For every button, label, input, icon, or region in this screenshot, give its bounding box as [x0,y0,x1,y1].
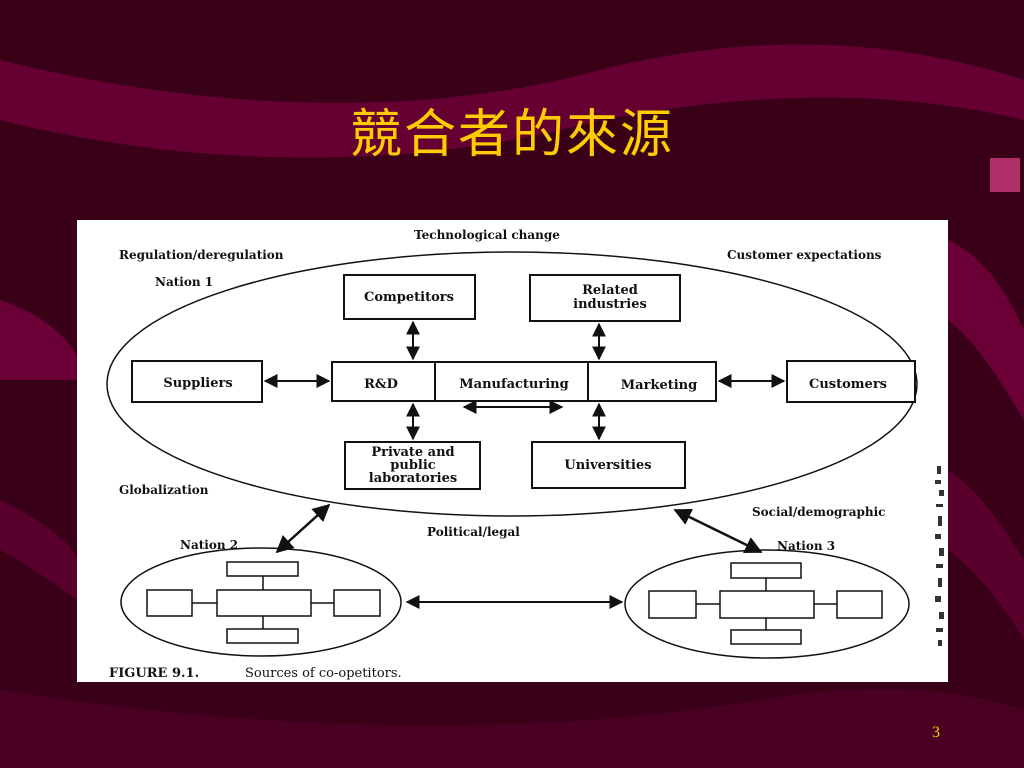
label-social-demographic: Social/demographic [752,505,885,519]
figure-caption-label: FIGURE 9.1. [109,666,199,681]
box-labs-label-1: Private and [371,445,454,460]
corner-tab [990,158,1020,192]
box-competitors [343,274,476,320]
figure-caption-text: Sources of co-opetitors. [245,666,402,681]
label-nation-2: Nation 2 [180,538,238,552]
label-customer-expectations: Customer expectations [727,248,882,262]
box-marketing-label: Marketing [621,378,697,393]
arrow-nation1-nation2 [275,503,331,554]
label-globalization: Globalization [119,483,209,497]
box-related-label-2: industries [573,297,647,312]
nation-1-ellipse [106,251,918,517]
slide-title: 競合者的來源 [349,105,674,165]
co-opetitors-diagram: Technological change Regulation/deregula… [106,228,944,681]
page-number: 3 [932,724,940,741]
box-competitors-label: Competitors [364,290,454,305]
box-related-industries [529,274,681,322]
box-manufacturing-label: Manufacturing [459,377,568,392]
box-rnd-label: R&D [364,377,398,392]
figure-panel: Technological change Regulation/deregula… [77,220,948,682]
box-labs-label-2: public [390,458,436,473]
label-technological-change: Technological change [414,228,560,242]
box-labs-label-3: laboratories [369,471,457,486]
nation-2-ellipse [120,547,402,657]
box-customers [786,360,916,403]
label-nation-3: Nation 3 [777,539,835,553]
label-political-legal: Political/legal [427,525,520,539]
box-value-chain [331,361,717,402]
label-nation-1: Nation 1 [155,275,213,289]
box-suppliers-label: Suppliers [163,376,232,391]
label-regulation: Regulation/deregulation [119,248,284,262]
arrow-nation1-nation3 [673,508,763,554]
box-universities-label: Universities [564,458,651,473]
nation-3-ellipse [624,549,910,659]
box-related-label-1: Related [582,283,638,298]
box-customers-label: Customers [809,377,887,392]
box-universities [531,441,686,489]
box-suppliers [131,360,263,403]
scan-noise [935,466,944,646]
box-laboratories [344,441,481,490]
